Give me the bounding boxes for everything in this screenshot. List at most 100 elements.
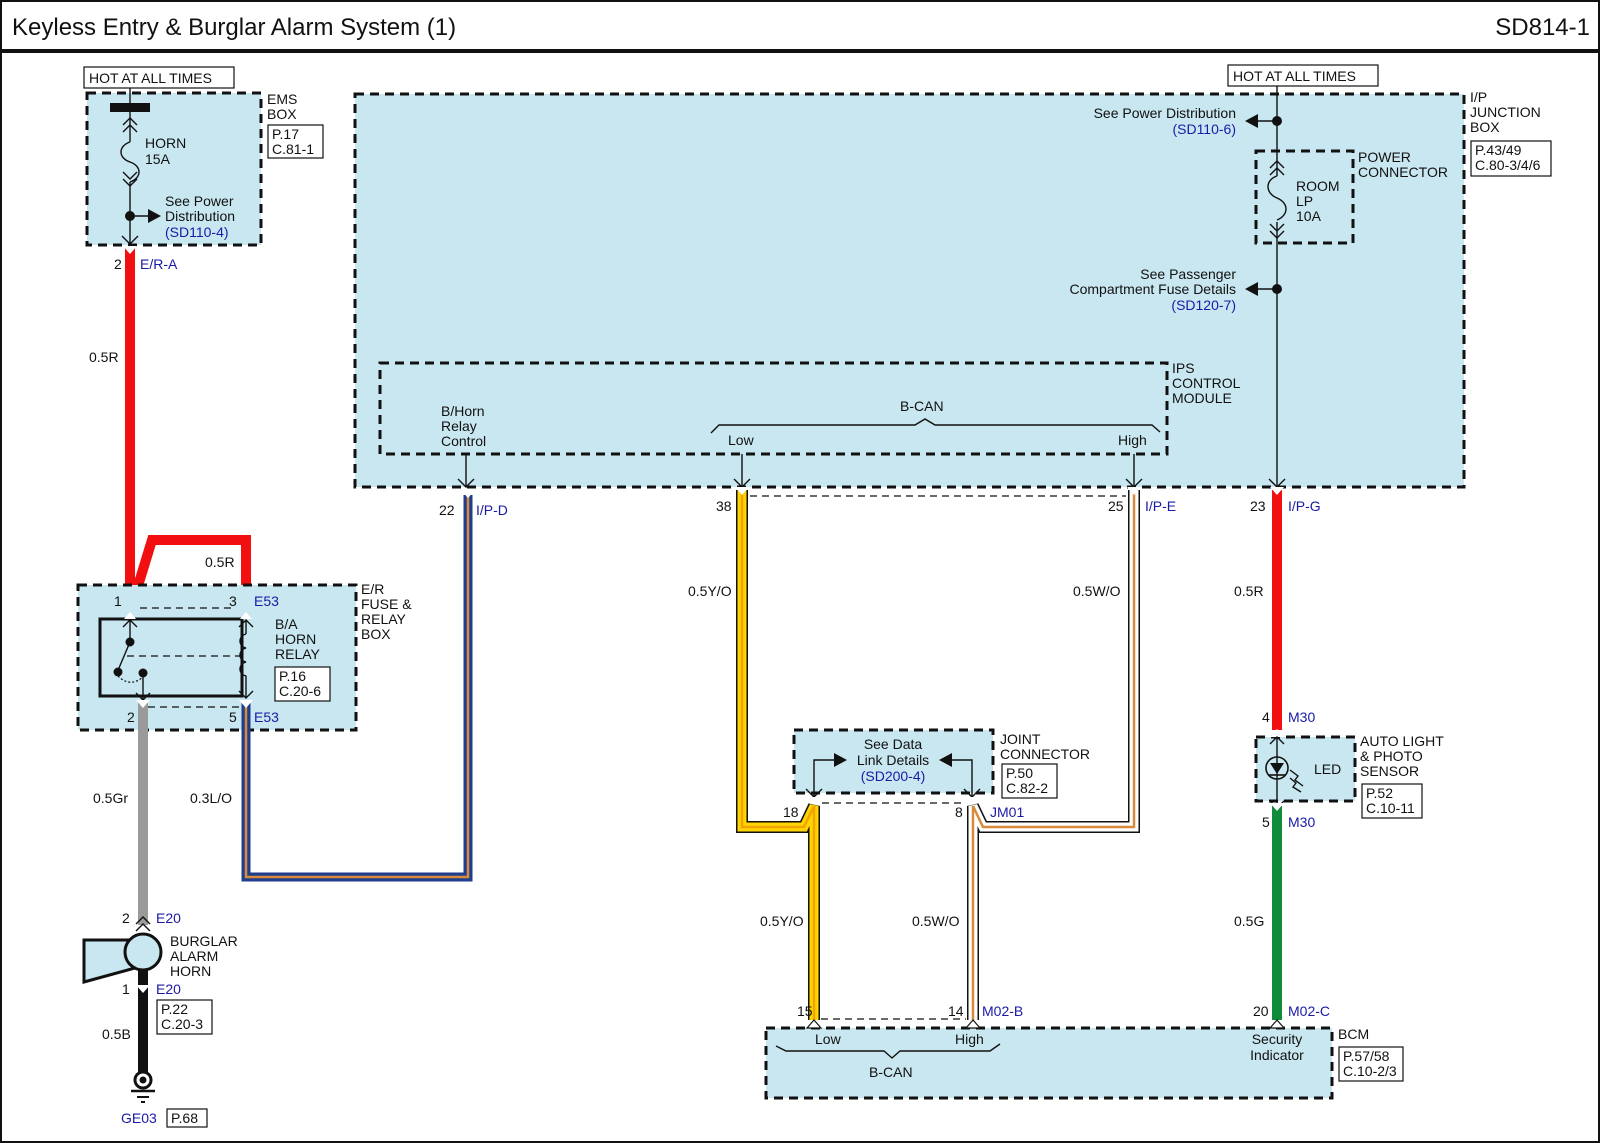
ip-name: BOX [1470, 119, 1500, 135]
power-connector-name: POWER [1358, 149, 1411, 165]
link-sd120-7[interactable]: (SD120-7) [1171, 297, 1236, 313]
connector-id: JM01 [990, 804, 1024, 820]
wire-can-low[interactable]: 0.5Y/O 0.5Y/O [688, 487, 820, 1020]
wire-spec: 0.5B [102, 1026, 131, 1042]
page-title: Keyless Entry & Burglar Alarm System (1) [12, 14, 456, 41]
hot-label-left: HOT AT ALL TIMES [89, 70, 212, 86]
pin-number: 22 [439, 502, 455, 518]
ip-name: JUNCTION [1470, 104, 1541, 120]
er-fuse-relay-box[interactable]: E/R FUSE & RELAY BOX 1 3 E53 B/A HORN RE… [76, 581, 412, 732]
wire-spec: 0.5Gr [93, 790, 128, 806]
er-name: BOX [361, 626, 391, 642]
bcm-name: BCM [1338, 1026, 1369, 1042]
ems-box[interactable]: HOT AT ALL TIMES EMS BOX P.17 C.81-1 HOR… [83, 66, 324, 247]
bcm-ref-page: P.57/58 [1343, 1048, 1390, 1064]
relay-body [98, 617, 244, 698]
ips-outline [378, 361, 1169, 456]
horn-name: ALARM [170, 948, 218, 964]
wire-spec: 0.3L/O [190, 790, 232, 806]
wire-can-high[interactable]: 0.5W/O 0.5W/O [912, 487, 1141, 1020]
arrow-left-icon [939, 753, 952, 767]
burglar-alarm-horn[interactable]: 2 E20 BURGLAR ALARM HORN 1 E20 P.22 C.20… [82, 910, 238, 1128]
pin-number: 5 [229, 709, 237, 725]
switch-contact [117, 675, 144, 683]
relay-name: HORN [275, 631, 316, 647]
bus-label: B-CAN [869, 1064, 913, 1080]
led-label: LED [1314, 761, 1341, 777]
bus-bracket [710, 418, 1161, 434]
wire-spec: 0.5G [1234, 913, 1264, 929]
fuse-icon [120, 141, 140, 183]
connector-id: E20 [156, 981, 181, 997]
link-sd110-4[interactable]: (SD110-4) [165, 224, 229, 240]
ip-name: I/P [1470, 89, 1487, 105]
ips-name: MODULE [1172, 390, 1232, 406]
joint-name: JOINT [1000, 731, 1041, 747]
joint-connector[interactable]: JOINT CONNECTOR P.50 C.82-2 See Data Lin… [783, 728, 1090, 820]
high-label: High [955, 1031, 984, 1047]
ems-ref-page: P.17 [272, 126, 299, 142]
wire-relay-to-horn[interactable]: 0.5Gr [93, 700, 150, 925]
connector-icon [122, 171, 138, 187]
bus-label: B-CAN [900, 398, 944, 414]
wire-horn-feed[interactable]: 2 E/R-A 0.5R 0.5R [89, 246, 251, 614]
pin-number: 8 [955, 804, 963, 820]
ems-ref-conn: C.81-1 [272, 141, 314, 157]
auto-light-photo-sensor[interactable]: 4 M30 LED AUTO LIGHT & PHOTO SENSOR P.52… [1254, 709, 1444, 830]
pin-number: 38 [716, 498, 732, 514]
wire-spec: 0.5Y/O [688, 583, 732, 599]
led-icon [1265, 756, 1289, 780]
ip-box-outline [353, 92, 1466, 489]
see-data-link-text: Link Details [857, 752, 929, 768]
fuse-rating: 15A [145, 151, 171, 167]
see-pass-text: See Passenger [1140, 266, 1236, 282]
connector-id: M30 [1288, 814, 1315, 830]
link-sd110-6[interactable]: (SD110-6) [1172, 121, 1236, 137]
horn-ref-box [156, 999, 213, 1035]
ground-id: GE03 [121, 1110, 157, 1126]
connector-icon [122, 117, 138, 133]
connector-id: E/R-A [140, 256, 178, 272]
wire-spec: 0.5R [89, 349, 119, 365]
connector-icon [1269, 160, 1285, 176]
wire-spec: 0.5R [1234, 583, 1264, 599]
ips-control-module[interactable]: IPS CONTROL MODULE B/Horn Relay Control … [378, 360, 1241, 488]
power-connector-outline [1254, 149, 1355, 245]
sensor-outline [1254, 735, 1357, 803]
hot-at-all-times-right [1227, 64, 1379, 87]
wire-sensor-to-bcm[interactable]: 0.5G [1234, 803, 1284, 1020]
see-data-link-text: See Data [864, 736, 923, 752]
low-label: Low [815, 1031, 842, 1047]
relay-name: B/A [275, 616, 298, 632]
ems-ref-box [267, 124, 324, 159]
wire-room-feed[interactable]: 0.5R [1234, 487, 1284, 730]
wire-relay-to-ips[interactable]: 0.3L/O [190, 490, 475, 882]
link-sd200-4[interactable]: (SD200-4) [861, 768, 926, 784]
relay-ref-page: P.16 [279, 668, 306, 684]
pin-number: 15 [797, 1003, 813, 1019]
sensor-ref-box [1361, 783, 1423, 819]
pin-number: 4 [1262, 709, 1270, 725]
page-code: SD814-1 [1495, 14, 1590, 41]
security-indicator-label: Indicator [1250, 1047, 1304, 1063]
wire-spec: 0.5W/O [912, 913, 960, 929]
bcm[interactable]: 15 14 M02-B 20 M02-C Low High B-CAN Secu… [764, 1003, 1404, 1100]
high-label: High [1118, 432, 1147, 448]
pin-number: 2 [127, 709, 135, 725]
pin-number: 1 [122, 981, 130, 997]
ips-horn-label: Relay [441, 418, 477, 434]
arrow-left-icon [1245, 282, 1258, 296]
sensor-ref-page: P.52 [1366, 785, 1393, 801]
ips-name: CONTROL [1172, 375, 1241, 391]
hot-label-right: HOT AT ALL TIMES [1233, 68, 1356, 84]
horn-ref-page: P.22 [161, 1001, 188, 1017]
power-connector-name: CONNECTOR [1358, 164, 1448, 180]
ip-pin-labels: 22 I/P-D 38 25 I/P-E 23 I/P-G [439, 495, 1321, 518]
joint-ref-conn: C.82-2 [1006, 780, 1048, 796]
ip-junction-box[interactable]: HOT AT ALL TIMES I/P JUNCTION BOX P.43/4… [353, 64, 1552, 489]
pin-number: 25 [1108, 498, 1124, 514]
er-name: RELAY [361, 611, 407, 627]
arrow-right-icon [148, 209, 161, 223]
horn-name: HORN [170, 963, 211, 979]
